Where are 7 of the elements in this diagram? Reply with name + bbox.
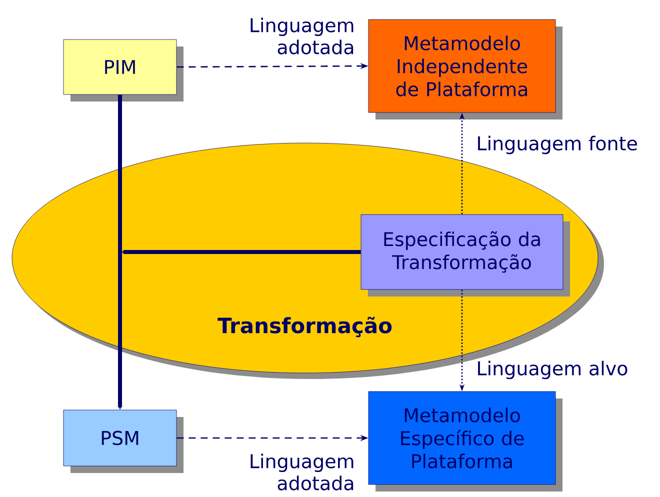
process-box: PIM: [63, 39, 184, 102]
metamodel-box: Metamodelo Específico de Plataforma: [368, 391, 562, 492]
process-box: PSM: [63, 410, 184, 473]
specification-box: Especificação da Transformação: [360, 214, 570, 296]
metamodel-box: Metamodelo Independente de Plataforma: [368, 19, 562, 120]
edge-label: Linguagem adotada: [250, 454, 354, 490]
edge-label: Linguagem adotada: [250, 18, 354, 54]
